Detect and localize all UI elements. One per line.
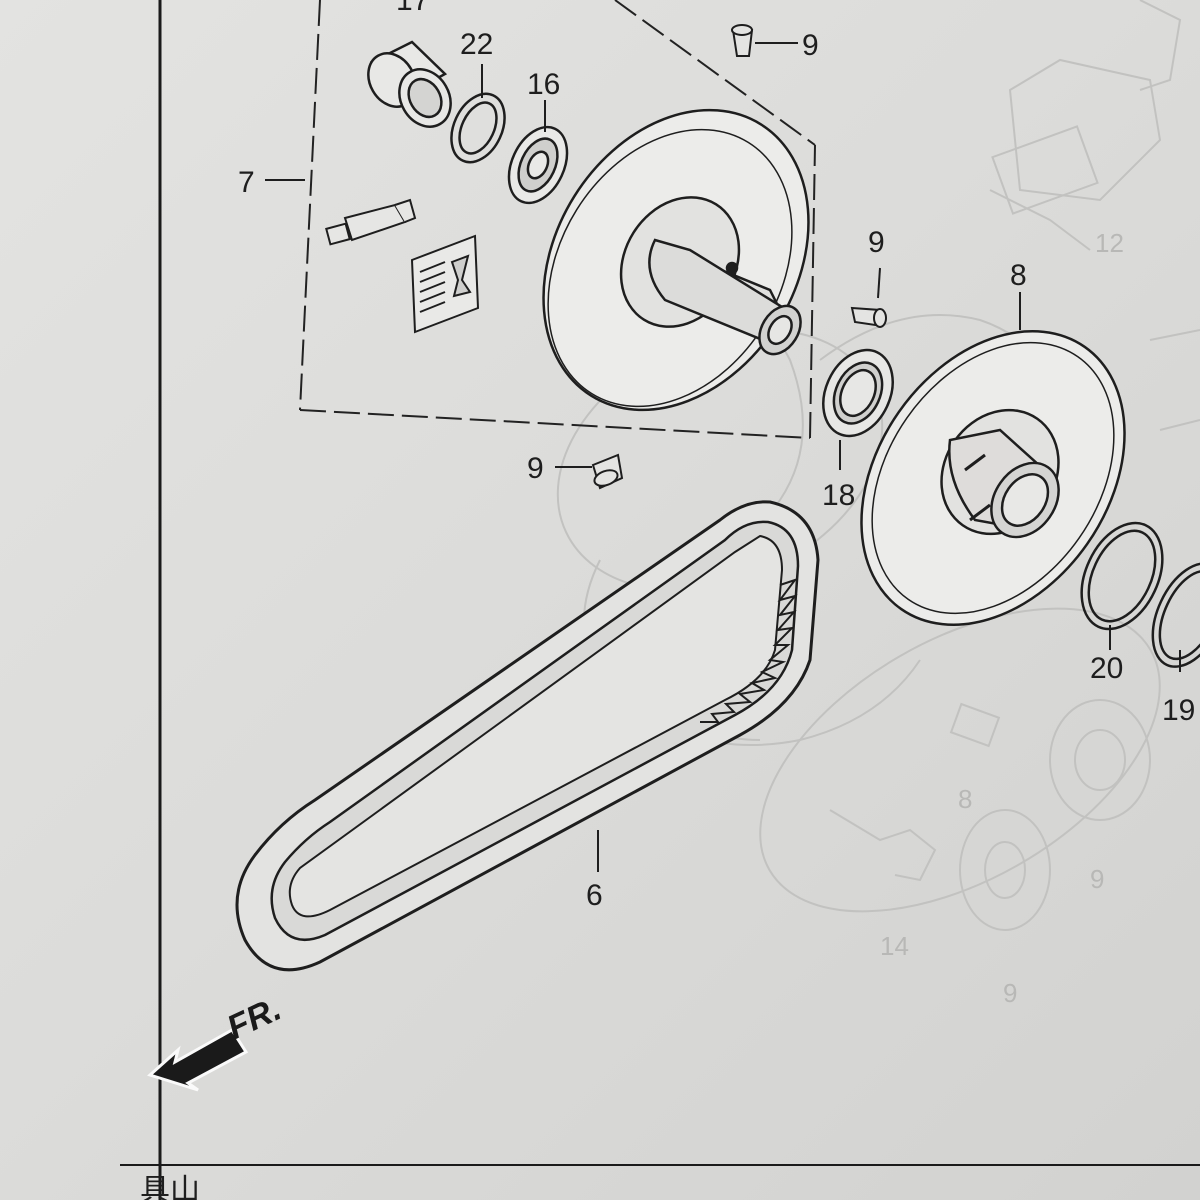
arrow-front-icon	[147, 1027, 249, 1092]
slide-piece-9-lower	[591, 453, 624, 490]
callout-9-mid: 9	[868, 226, 885, 259]
callout-18: 18	[822, 479, 855, 512]
instruction-sheet	[410, 234, 480, 334]
callout-6: 6	[586, 879, 603, 912]
leader-lines	[265, 42, 1181, 872]
ghost-label-9b: 9	[1003, 978, 1017, 1008]
drive-face-pulley	[542, 108, 810, 412]
snap-ring-22	[450, 92, 506, 164]
ghost-label-12: 12	[1095, 228, 1124, 258]
drive-belt-6	[235, 500, 820, 972]
oil-seal-18	[822, 348, 894, 438]
assembly-bracket-7	[299, 0, 816, 439]
callout-22: 22	[460, 28, 493, 61]
slide-piece-9-top	[731, 24, 754, 57]
callout-19: 19	[1162, 694, 1195, 727]
callout-20: 20	[1090, 652, 1123, 685]
o-ring-19	[1151, 562, 1200, 668]
needle-bearing-17	[367, 40, 452, 128]
callout-7: 7	[238, 166, 255, 199]
ghost-label-9a: 9	[1090, 864, 1104, 894]
footer-text: 具山	[140, 1174, 200, 1200]
callout-9-top: 9	[802, 29, 819, 62]
driven-face-8	[860, 330, 1126, 626]
ball-bearing-16	[507, 125, 569, 205]
callout-8: 8	[1010, 259, 1027, 292]
ghost-label-8: 8	[958, 784, 972, 814]
callout-17: 17	[396, 0, 429, 17]
background-ghost-labels: 12 8 9 14 9	[880, 228, 1124, 1008]
callout-16: 16	[527, 68, 560, 101]
o-ring-20	[1080, 521, 1164, 631]
slide-piece-9-mid	[850, 306, 887, 328]
front-direction-marker: FR.	[147, 990, 287, 1092]
callout-9-lower: 9	[527, 452, 544, 485]
ghost-label-14: 14	[880, 931, 909, 961]
grease-tube	[325, 198, 417, 246]
